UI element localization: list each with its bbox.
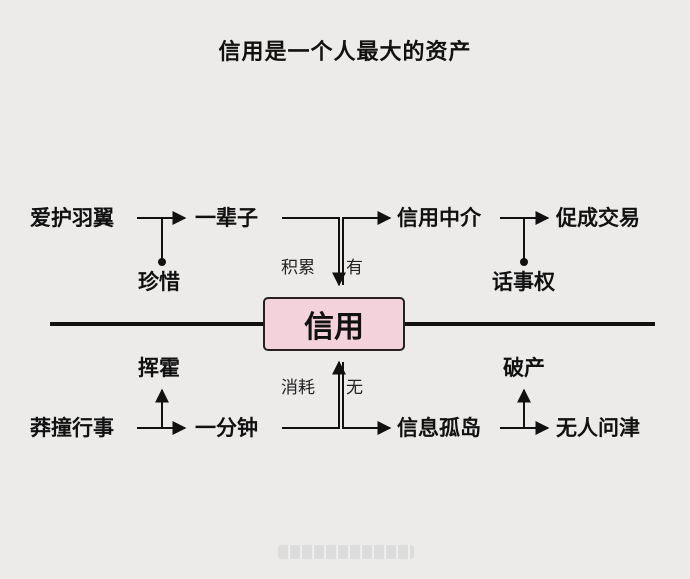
node-voice: 话事权 (492, 270, 555, 294)
label-none: 无 (346, 378, 363, 398)
dot-top-right (520, 258, 528, 266)
watermark (278, 545, 414, 559)
label-have: 有 (346, 258, 363, 278)
connector-bot-inner (342, 362, 392, 435)
connector-bot-outer (282, 360, 346, 429)
node-facilitate-deals: 促成交易 (556, 206, 640, 230)
node-bankruptcy: 破产 (503, 356, 545, 380)
node-credit-intermediary: 信用中介 (397, 206, 481, 230)
node-information-island: 信息孤岛 (397, 416, 481, 440)
label-accumulate: 积累 (281, 258, 315, 278)
connector-top-outer (282, 217, 346, 287)
diagram-title: 信用是一个人最大的资产 (218, 40, 472, 65)
dot-top-left (158, 258, 166, 266)
node-lifetime: 一辈子 (195, 206, 258, 230)
node-act-recklessly: 莽撞行事 (30, 416, 114, 440)
node-one-minute: 一分钟 (195, 416, 258, 440)
node-treasure: 珍惜 (138, 270, 180, 294)
label-consume: 消耗 (281, 378, 315, 398)
node-squander: 挥霍 (138, 356, 180, 380)
node-cherish-wings: 爱护羽翼 (30, 206, 114, 230)
center-credit-box: 信用 (263, 297, 405, 351)
node-ignored: 无人问津 (556, 416, 640, 440)
